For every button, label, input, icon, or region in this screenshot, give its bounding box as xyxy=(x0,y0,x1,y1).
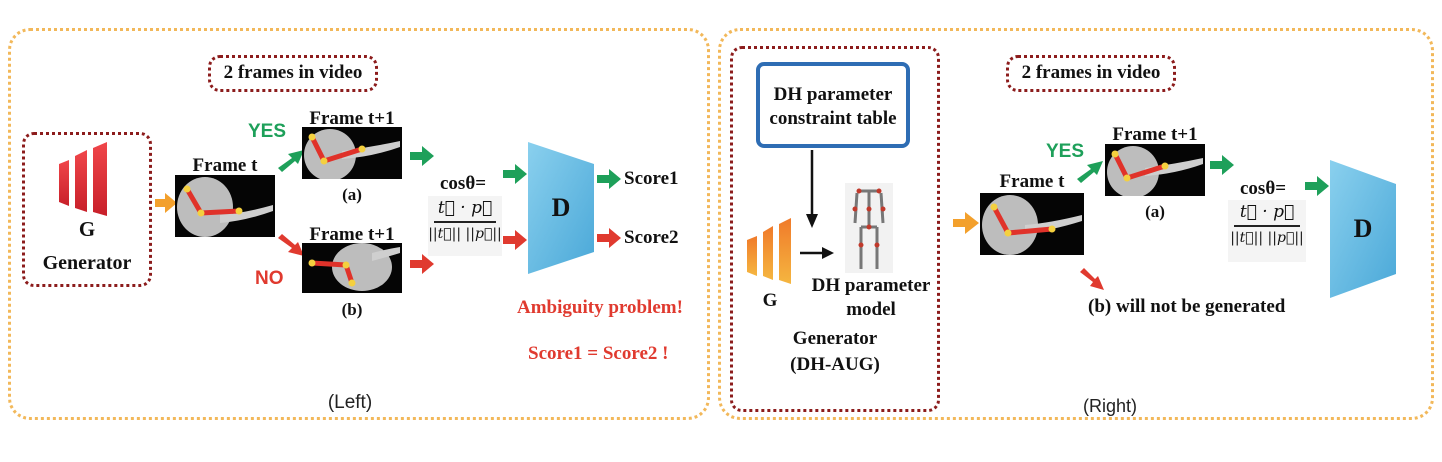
left-frame-t1-bottom-image xyxy=(302,243,402,293)
dh-model-image xyxy=(845,183,893,273)
right-frame-t-label: Frame t xyxy=(999,171,1065,192)
fraction-bar xyxy=(1234,225,1300,227)
right-frame-t1-label: Frame t+1 xyxy=(1112,124,1198,145)
left-ambiguity-text: Ambiguity problem! xyxy=(517,297,683,318)
dh-table-label: DH parameter constraint table xyxy=(769,84,897,129)
arrow-red-right-2 xyxy=(503,230,527,250)
right-generator-name: Generator xyxy=(792,328,878,349)
arm-figure-icon xyxy=(1107,146,1203,196)
arrow-green-right-1 xyxy=(410,146,434,166)
arrow-red-right-1 xyxy=(410,254,434,274)
arrow-orange-right xyxy=(953,212,979,234)
left-cosine-formula: t⃗ · p⃗ ||t⃗|| ||p⃗|| xyxy=(428,196,502,256)
left-frames-box xyxy=(208,55,378,92)
left-frames-label: 2 frames in video xyxy=(223,62,363,83)
left-sub-a: (a) xyxy=(342,185,362,204)
left-score1: Score1 xyxy=(624,168,679,189)
right-cosine-formula: t⃗ · p⃗ ||t⃗|| ||p⃗|| xyxy=(1228,200,1306,262)
left-generator-box xyxy=(22,132,152,287)
arm-figure-icon xyxy=(308,243,400,291)
right-formula-numerator: t⃗ · p⃗ xyxy=(1239,202,1295,222)
arrow-right-black xyxy=(800,247,834,259)
left-equality-text: Score1 = Score2 ! xyxy=(528,343,669,364)
left-frame-t1-top-image xyxy=(302,127,402,179)
right-discriminator-trapezoid xyxy=(1330,160,1396,298)
right-panel xyxy=(718,28,1434,420)
arrow-red-right-3 xyxy=(597,228,621,248)
right-yes-label: YES xyxy=(1046,141,1085,162)
left-frame-t-image xyxy=(175,175,275,237)
right-generator-letter: G xyxy=(762,290,778,311)
left-discriminator-letter: D xyxy=(551,193,571,222)
right-not-generated: (b) will not be generated xyxy=(1088,296,1286,317)
left-caption: (Left) xyxy=(327,392,373,413)
left-panel xyxy=(8,28,710,420)
arrow-red-down-right xyxy=(1080,268,1104,290)
left-no-label: NO xyxy=(255,268,284,289)
fraction-bar xyxy=(434,221,496,223)
dh-table-box xyxy=(756,62,910,148)
arm-figure-icon xyxy=(177,177,273,237)
left-formula-denominator: ||t⃗|| ||p⃗|| xyxy=(428,226,502,242)
arrow-green-right-2 xyxy=(503,164,527,184)
arrow-red-down-left xyxy=(278,234,304,256)
arrow-down-black xyxy=(806,150,818,228)
arm-figure-icon xyxy=(304,129,400,179)
arrow-green-up-left xyxy=(278,150,304,172)
dh-model-label: DH parameter model xyxy=(811,275,931,320)
left-frame-t-label: Frame t xyxy=(192,155,258,176)
right-discriminator-letter: D xyxy=(1353,214,1373,243)
left-generator-label: Generator xyxy=(42,252,132,274)
left-score2: Score2 xyxy=(624,227,679,248)
left-yes-label: YES xyxy=(248,121,287,142)
right-generator-box xyxy=(730,46,940,412)
generator-icon xyxy=(59,142,107,216)
right-cos-label: cosθ= xyxy=(1240,178,1287,199)
left-formula-numerator: t⃗ · p⃗ xyxy=(437,198,493,218)
arrow-green-right-3 xyxy=(597,169,621,189)
arrow-green-right-5 xyxy=(1305,176,1329,196)
right-frame-t1-image xyxy=(1105,144,1205,196)
left-cos-label: cosθ= xyxy=(440,173,487,194)
left-discriminator-trapezoid xyxy=(528,142,594,274)
right-formula-denominator: ||t⃗|| ||p⃗|| xyxy=(1230,230,1304,246)
left-sub-b: (b) xyxy=(341,300,363,319)
arrow-green-up-right xyxy=(1077,161,1103,183)
left-frame-t1-bottom-label: Frame t+1 xyxy=(309,224,395,245)
arm-figure-icon xyxy=(982,195,1082,255)
right-sub-a: (a) xyxy=(1145,202,1165,221)
right-caption: (Right) xyxy=(1082,396,1137,416)
skeleton-model-icon xyxy=(852,188,886,269)
arrow-orange-left xyxy=(155,193,177,213)
left-generator-letter: G xyxy=(78,217,96,241)
right-generator-icon xyxy=(747,218,791,284)
right-generator-sub: (DH-AUG) xyxy=(790,354,880,375)
right-frames-box xyxy=(1006,55,1176,92)
left-frame-t1-top-label: Frame t+1 xyxy=(309,108,395,129)
right-frame-t-image xyxy=(980,193,1084,255)
right-frames-label: 2 frames in video xyxy=(1021,62,1161,83)
arrow-green-right-4 xyxy=(1210,155,1234,175)
